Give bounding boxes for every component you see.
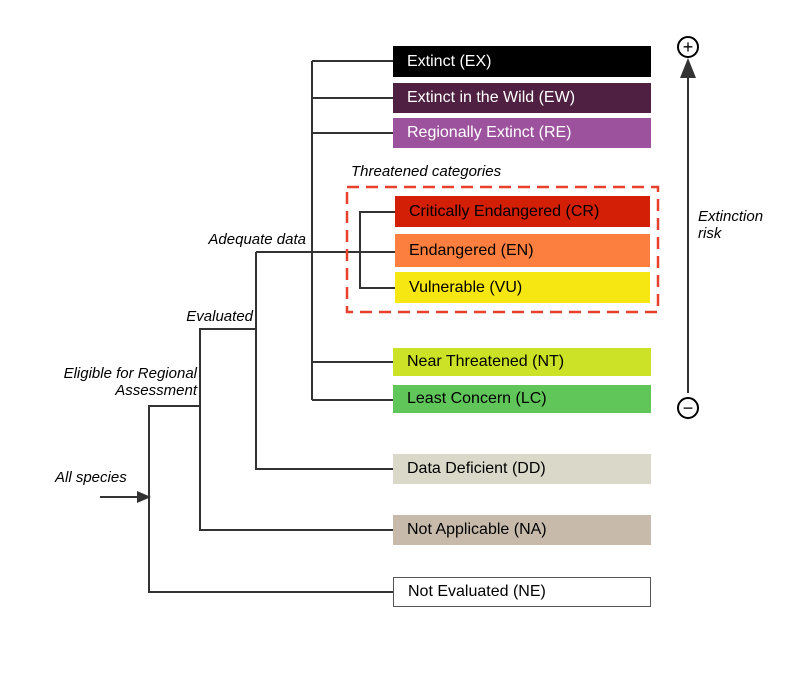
category-label: Near Threatened (NT) — [407, 353, 565, 370]
branch-adequate-trunk — [255, 252, 393, 470]
category-box-critically-endangered: Critically Endangered (CR) — [395, 196, 650, 227]
category-label: Extinct in the Wild (EW) — [407, 89, 576, 106]
category-label: Regionally Extinct (RE) — [407, 124, 572, 141]
category-box-endangered: Endangered (EN) — [395, 234, 650, 267]
category-box-not-evaluated: Not Evaluated (NE) — [393, 577, 651, 607]
all-species-arrow — [100, 491, 151, 503]
adequate-data-label: Adequate data — [208, 231, 306, 248]
evaluated-label: Evaluated — [186, 308, 253, 325]
category-box-regionally-extinct: Regionally Extinct (RE) — [393, 118, 651, 148]
plus-icon: + — [677, 36, 699, 58]
threatened-group-label: Threatened categories — [351, 163, 502, 180]
branch-threatened-connector — [359, 211, 395, 289]
minus-icon: − — [677, 397, 699, 419]
extinction-risk-arrow — [680, 58, 696, 393]
category-box-vulnerable: Vulnerable (VU) — [395, 272, 650, 303]
category-label: Not Evaluated (NE) — [408, 583, 546, 600]
category-label: Vulnerable (VU) — [409, 278, 523, 296]
category-label: Data Deficient (DD) — [407, 460, 546, 477]
category-box-extinct-in-wild: Extinct in the Wild (EW) — [393, 83, 651, 113]
category-box-near-threatened: Near Threatened (NT) — [393, 348, 651, 376]
extinction-risk-line2: risk — [698, 225, 722, 242]
branch-eligible-trunk — [148, 405, 393, 593]
category-box-data-deficient: Data Deficient (DD) — [393, 454, 651, 484]
category-label: Critically Endangered (CR) — [409, 202, 600, 220]
category-box-extinct: Extinct (EX) — [393, 46, 651, 77]
branch-evaluated-trunk — [199, 328, 393, 531]
eligible-label-line1: Eligible for Regional — [63, 365, 197, 382]
category-label: Endangered (EN) — [409, 241, 534, 259]
category-label: Extinct (EX) — [407, 52, 492, 70]
threatened-group-dashed-border — [345, 185, 660, 314]
eligible-for-regional-assessment-label: Eligible for Regional Assessment — [27, 365, 197, 399]
category-label: Least Concern (LC) — [407, 390, 547, 407]
all-species-label: All species — [55, 469, 127, 486]
extinction-risk-label: Extinction risk — [698, 208, 763, 242]
category-box-least-concern: Least Concern (LC) — [393, 385, 651, 413]
eligible-label-line2: Assessment — [115, 382, 197, 399]
extinction-risk-line1: Extinction — [698, 208, 764, 225]
category-label: Not Applicable (NA) — [407, 521, 547, 538]
category-box-not-applicable: Not Applicable (NA) — [393, 515, 651, 545]
